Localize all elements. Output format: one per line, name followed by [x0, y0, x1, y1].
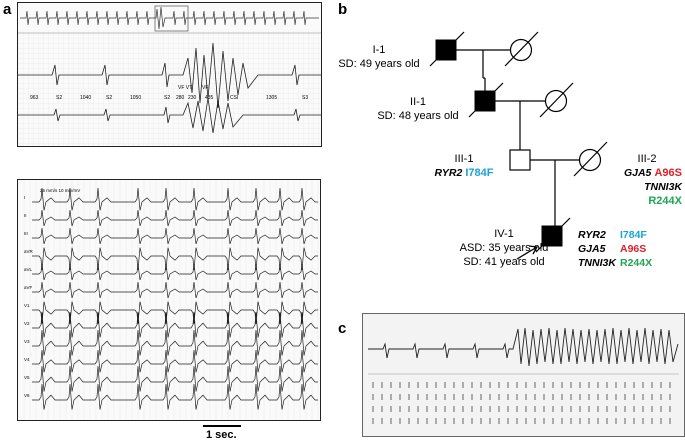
twelve-lead-svg: 25 mm/s 10 mm/mV IIIIIIaVRaVLaVFV1V2V3V4…: [18, 180, 319, 420]
lead-label-V1: V1: [24, 303, 30, 308]
panel-c-label: c: [338, 320, 347, 337]
lead-label-V3: V3: [24, 339, 30, 344]
pedigree-III2-label: III-2 GJA5 A96S TNNI3K R244X: [612, 152, 682, 208]
panel-c-trace: [368, 327, 679, 367]
intracardiac-trace: [18, 97, 321, 134]
III2-mutation-1: A96S: [654, 167, 682, 179]
lead-trace-aVF: [32, 281, 318, 299]
lead-label-V2: V2: [24, 321, 30, 326]
panel-b-label: b: [338, 1, 348, 18]
lead-trace-V6: [32, 383, 318, 410]
lead-label-II: II: [24, 213, 27, 218]
lead-label-V6: V6: [24, 393, 30, 398]
annotation-7: VF VT: [178, 85, 192, 91]
annotation-1: 963: [30, 95, 39, 101]
lead-trace-aVL: [32, 263, 318, 281]
pedigree-I2-deceased-mark: [504, 31, 539, 67]
pedigree-III2-deceased-mark: [573, 141, 608, 177]
lead-label-V4: V4: [24, 357, 30, 362]
III2-gene-1: GJA5: [623, 167, 652, 179]
III1-gene: RYR2: [434, 167, 463, 179]
IV1-variants: RYR2 I784F GJA5 A96S TNNI3K R244X: [578, 228, 652, 270]
lead-trace-aVR: [32, 247, 318, 271]
IV1-mutation-3: R244X: [620, 257, 653, 269]
lead-trace-V1: [32, 301, 318, 325]
annotation-2: S2: [56, 95, 62, 101]
annotation-6: S2: [164, 95, 170, 101]
IV1-gene-2: GJA5: [578, 243, 606, 255]
scale-bar-label: 1 sec.: [206, 429, 237, 441]
III2-id: III-2: [637, 153, 657, 165]
lead-trace-V4: [32, 349, 318, 373]
IV1-detail-2: SD: 41 years old: [463, 256, 545, 268]
panel-a-top-ecg: 963 S2 1040 S2 1050 S2 VF VT 280 230 VF …: [17, 2, 322, 147]
panel-c-ecg: [362, 313, 685, 437]
pedigree-I1-label: I-1 SD: 49 years old: [330, 43, 428, 71]
pedigree-II1-label: II-1 SD: 48 years old: [366, 95, 470, 123]
lead-label-III: III: [24, 231, 28, 236]
panel-c-ticks: [372, 382, 671, 424]
lead-trace-V3: [32, 329, 318, 356]
pedigree-chart: [429, 31, 608, 260]
pedigree-III1-label: III-1 RYR2 I784F: [424, 152, 504, 180]
lead-trace-II: [32, 209, 318, 227]
lead-label-aVL: aVL: [24, 267, 33, 272]
pedigree-II2-deceased-mark: [539, 82, 574, 118]
annotation-14: S3: [302, 95, 308, 101]
proband-arrow: [516, 246, 538, 260]
IV1-gene-3: TNNI3K: [578, 257, 616, 269]
panel-a-label: a: [3, 1, 12, 18]
pedigree-IV1-label: IV-1 ASD: 35 years old SD: 41 years old: [452, 227, 556, 269]
annotation-13: 1305: [266, 95, 277, 101]
pedigree-IV1-deceased-mark: [535, 217, 571, 253]
I1-detail: SD: 49 years old: [338, 58, 420, 70]
annotation-11: 435: [205, 95, 214, 101]
lead-label-V5: V5: [24, 375, 30, 380]
lead-trace-III: [32, 227, 318, 245]
II1-id: II-1: [410, 96, 426, 108]
IV1-gene-1: RYR2: [578, 229, 606, 241]
annotation-9: 230: [188, 95, 197, 101]
top-ecg-svg: 963 S2 1040 S2 1050 S2 VF VT 280 230 VF …: [18, 5, 321, 146]
IV1-mutation-1: I784F: [620, 229, 647, 241]
IV1-detail-1: ASD: 35 years old: [459, 242, 549, 254]
panel-c-svg: [368, 327, 679, 424]
IV1-mutation-2: A96S: [620, 243, 647, 255]
IV1-id: IV-1: [494, 228, 514, 240]
ecg-header-text: 25 mm/s 10 mm/mV: [40, 188, 80, 193]
III1-id: III-1: [454, 153, 474, 165]
annotation-3: 1040: [80, 95, 91, 101]
lead-label-aVR: aVR: [24, 249, 34, 254]
III2-mutation-2: R244X: [648, 195, 682, 207]
I1-id: I-1: [372, 44, 386, 56]
annotation-4: S2: [106, 95, 112, 101]
rhythm-strip: [20, 6, 319, 30]
scale-bar: [203, 425, 241, 427]
lead-label-aVF: aVF: [24, 285, 33, 290]
lead-label-I: I: [24, 195, 25, 200]
lead-trace-V5: [32, 365, 318, 392]
pedigree-II1-deceased-mark: [468, 82, 504, 118]
annotation-8: 280: [176, 95, 185, 101]
pedigree-I1-deceased-mark: [429, 31, 465, 67]
annotation-10: VF: [202, 85, 208, 91]
surface-lead-trace: [18, 42, 321, 109]
lead-trace-V2: [32, 311, 318, 338]
annotation-5: 1050: [130, 95, 141, 101]
zoom-box: [154, 5, 189, 32]
annotation-12: CSI: [230, 95, 238, 101]
II1-detail: SD: 48 years old: [377, 110, 459, 122]
pedigree-III1-male-unaffected: [509, 149, 531, 171]
lead-trace-I: [32, 187, 318, 211]
III1-mutation: I784F: [465, 167, 494, 179]
III2-gene-2: TNNI3K: [644, 181, 682, 193]
